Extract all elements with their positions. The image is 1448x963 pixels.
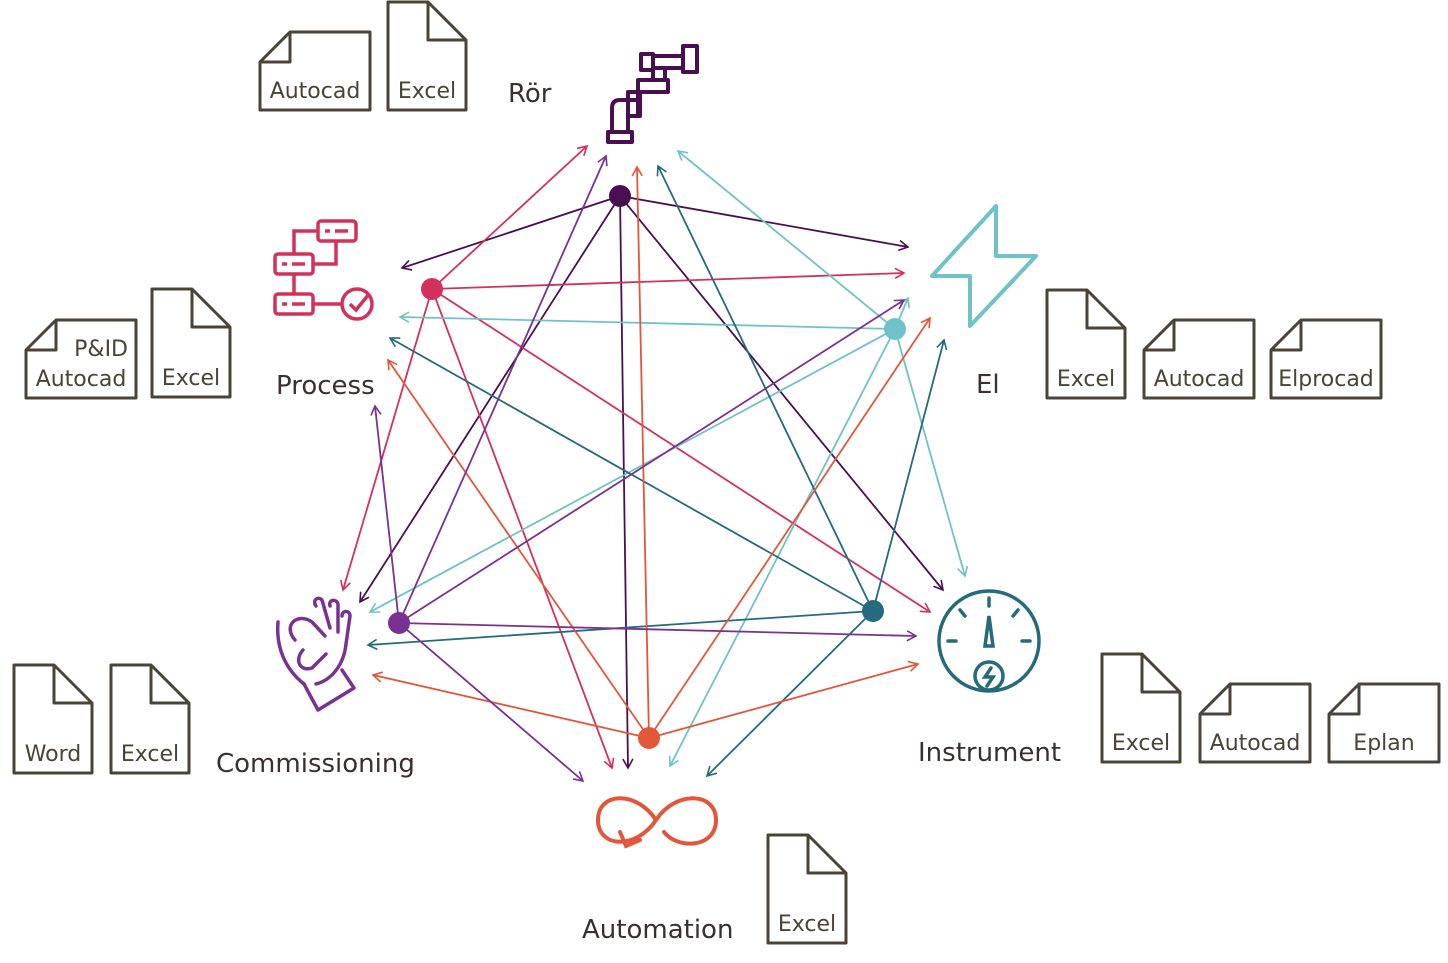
label-commissioning: Commissioning xyxy=(216,749,415,779)
gauge-icon xyxy=(937,589,1041,693)
arrow-automation-3 xyxy=(648,660,920,739)
arrow-commissioning-4 xyxy=(398,154,608,624)
label-process: Process xyxy=(276,371,375,401)
lightning-icon xyxy=(930,204,1038,328)
arrow-el-0 xyxy=(676,149,896,330)
document-automation-0: Excel xyxy=(766,833,848,945)
arrow-automation-1 xyxy=(387,358,650,739)
arrow-commissioning-2 xyxy=(398,622,918,642)
arrow-network xyxy=(339,144,969,783)
arrow-instrument-3 xyxy=(705,610,874,778)
node-el[interactable] xyxy=(884,318,906,340)
node-process[interactable] xyxy=(421,278,443,300)
document-label: Autocad xyxy=(36,367,127,392)
document-label: Excel xyxy=(1057,367,1115,392)
arrow-commissioning-3 xyxy=(398,622,585,783)
document-ror-1: Excel xyxy=(386,0,468,112)
arrow-el-2 xyxy=(894,328,969,578)
document-process-0: P&ID Autocad xyxy=(24,318,138,400)
arrow-process-4 xyxy=(339,288,433,592)
document-el-2: Elprocad xyxy=(1269,318,1383,400)
document-el-1: Autocad xyxy=(1142,318,1256,400)
document-label: Excel xyxy=(162,366,220,391)
document-label: P&ID xyxy=(74,337,128,362)
document-label: Eplan xyxy=(1353,731,1414,756)
document-instrument-2: Eplan xyxy=(1327,682,1441,764)
arrow-ror-2 xyxy=(619,195,945,592)
node-commissioning[interactable] xyxy=(388,612,410,634)
document-label: Excel xyxy=(121,742,179,767)
arrow-automation-4 xyxy=(371,671,650,739)
infinity-loop-icon xyxy=(595,796,719,849)
arrow-process-1 xyxy=(431,267,906,290)
label-automation: Automation xyxy=(582,915,733,945)
node-automation[interactable] xyxy=(638,727,660,749)
document-label: Autocad xyxy=(1210,731,1301,756)
document-process-1: Excel xyxy=(150,287,232,399)
arrow-instrument-2 xyxy=(872,338,948,612)
document-commissioning-0: Word xyxy=(12,663,94,775)
pipe-icon xyxy=(606,44,699,144)
arrow-ror-1 xyxy=(400,195,621,271)
node-instrument[interactable] xyxy=(862,600,884,622)
arrow-el-4 xyxy=(368,328,896,613)
arrow-automation-0 xyxy=(631,165,650,739)
document-label: Excel xyxy=(398,79,456,104)
arrow-ror-3 xyxy=(619,195,634,770)
node-ror[interactable] xyxy=(609,185,631,207)
document-label: Word xyxy=(25,742,82,767)
arrow-process-2 xyxy=(431,288,932,613)
arrow-process-3 xyxy=(431,288,615,770)
discipline-labels: Rör Process El Instrument Automation Com… xyxy=(216,79,1061,945)
arrow-automation-2 xyxy=(648,316,931,739)
document-el-0: Excel xyxy=(1045,288,1127,400)
document-label: Excel xyxy=(778,912,836,937)
label-el: El xyxy=(976,370,1000,400)
ok-hand-icon xyxy=(275,596,356,712)
document-ror-0: Autocad xyxy=(258,30,372,112)
process-flow-icon xyxy=(273,219,374,321)
document-label: Elprocad xyxy=(1278,367,1374,392)
document-commissioning-1: Excel xyxy=(109,663,191,775)
label-ror: Rör xyxy=(508,79,552,109)
arrow-commissioning-0 xyxy=(370,404,400,624)
label-instrument: Instrument xyxy=(918,738,1061,768)
document-instrument-1: Autocad xyxy=(1198,682,1312,764)
arrow-el-1 xyxy=(398,311,896,330)
discipline-nodes xyxy=(388,185,906,749)
arrow-commissioning-1 xyxy=(398,299,906,624)
arrow-el-3 xyxy=(668,328,896,768)
arrow-process-0 xyxy=(431,144,589,290)
arrow-ror-4 xyxy=(359,195,621,604)
document-label: Autocad xyxy=(270,79,361,104)
document-instrument-0: Excel xyxy=(1100,652,1182,764)
document-label: Excel xyxy=(1112,731,1170,756)
document-label: Autocad xyxy=(1154,367,1245,392)
